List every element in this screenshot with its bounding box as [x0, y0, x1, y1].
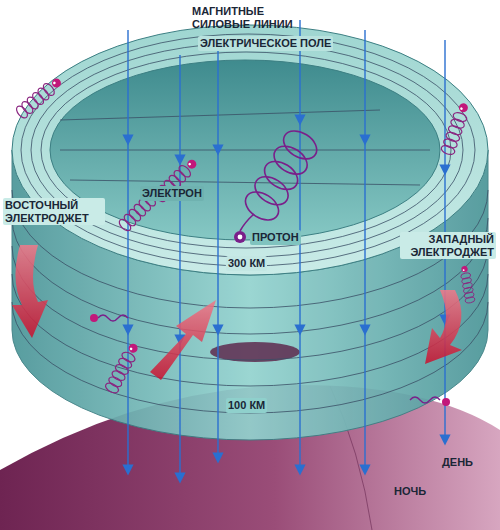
text-label: ЭЛЕКТРИЧЕСКОЕ ПОЛЕ	[198, 36, 333, 51]
text-label: ЗАПАДНЫЙ ЭЛЕКТРОДЖЕТ	[400, 232, 496, 259]
text-label: МАГНИТНЫЕ СИЛОВЫЕ ЛИНИИ	[190, 4, 299, 31]
text-label: ВОСТОЧНЫЙ ЭЛЕКТРОДЖЕТ	[3, 198, 105, 225]
electrojet-arrows	[12, 245, 462, 380]
text-label: 300 КМ	[226, 256, 267, 271]
text-label: ДЕНЬ	[440, 455, 475, 470]
text-label: ЭЛЕКТРОН	[140, 186, 204, 201]
text-label: НОЧЬ	[392, 484, 428, 499]
text-label: ПРОТОН	[250, 230, 301, 245]
text-label: 100 КМ	[226, 398, 267, 413]
earth	[0, 385, 500, 530]
magnetic-field-lines	[128, 20, 445, 478]
